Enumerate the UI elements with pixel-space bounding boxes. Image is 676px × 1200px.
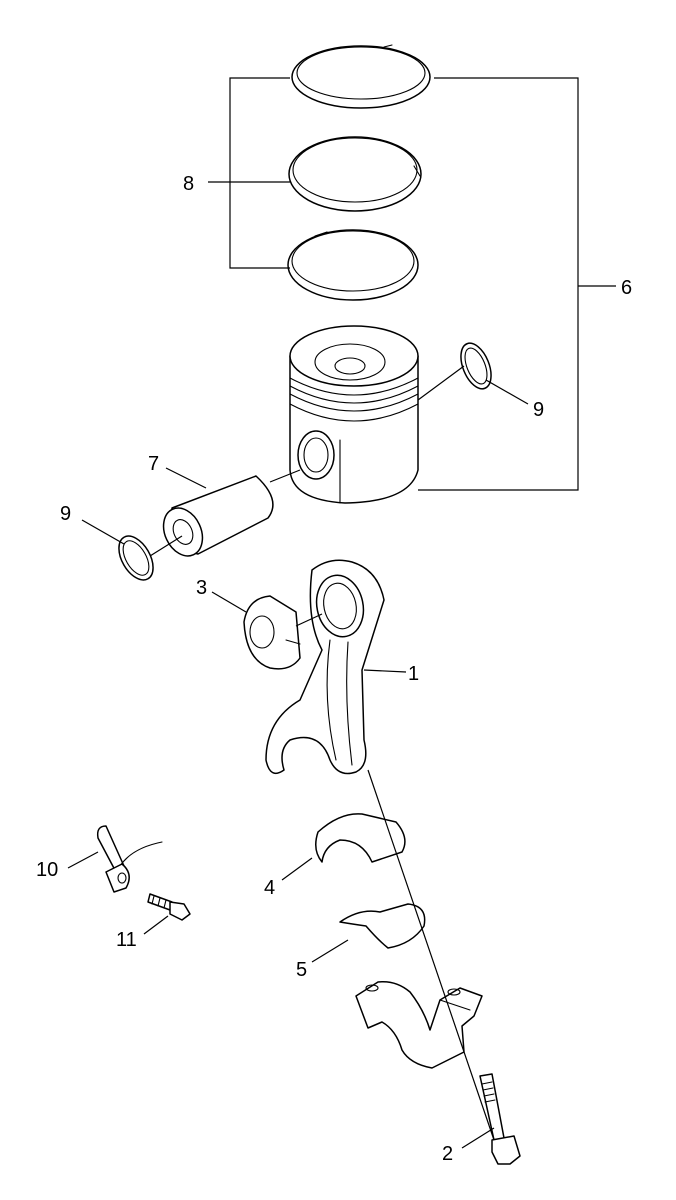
callout-2: 2 xyxy=(442,1143,453,1165)
callout-5: 5 xyxy=(296,959,307,981)
circlip-left xyxy=(118,535,154,581)
callout-3: 3 xyxy=(196,577,207,599)
nozzle-bolt xyxy=(147,893,191,921)
small-end-bushing xyxy=(243,595,301,670)
callout-9-left: 9 xyxy=(60,503,71,525)
callout-9-right: 9 xyxy=(533,399,544,421)
circlip-right xyxy=(460,342,492,390)
bearing-shell-upper xyxy=(315,813,406,863)
connecting-rod xyxy=(265,559,385,775)
leader-lines xyxy=(67,77,616,1149)
piston-ring-bottom xyxy=(287,229,419,301)
piston-ring-middle xyxy=(288,136,422,212)
callouts: 8 6 9 7 9 3 1 10 4 11 5 2 xyxy=(36,173,632,1165)
callout-10: 10 xyxy=(36,859,58,881)
bearing-shell-lower xyxy=(339,903,426,949)
rod-cap xyxy=(355,980,483,1069)
callout-11: 11 xyxy=(116,929,137,951)
callout-4: 4 xyxy=(264,877,275,899)
cap-bolt xyxy=(479,1073,521,1165)
callout-6: 6 xyxy=(621,277,632,299)
callout-7: 7 xyxy=(148,453,159,475)
callout-1: 1 xyxy=(408,663,419,685)
oil-spray-nozzle xyxy=(96,825,163,893)
piston-pin xyxy=(162,475,274,557)
piston-ring-top xyxy=(291,44,431,109)
piston xyxy=(289,325,419,504)
callout-8: 8 xyxy=(183,173,194,195)
